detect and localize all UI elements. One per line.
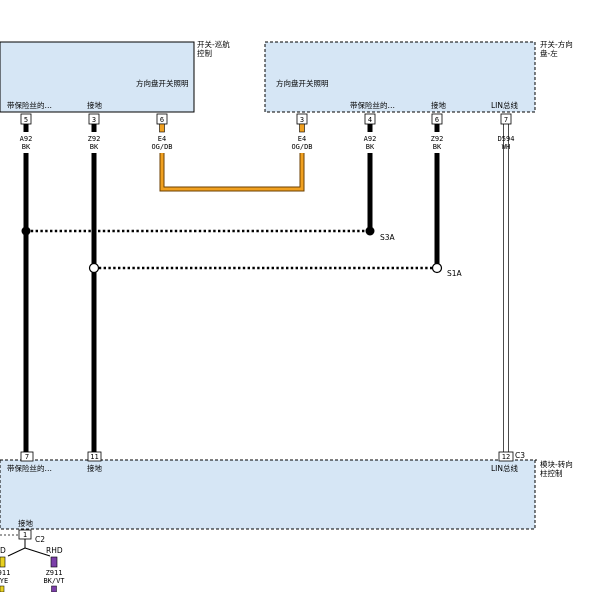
wire-z911-left[interactable] [0, 585, 5, 592]
cruise-pin5-label: 带保险丝的… [7, 100, 52, 110]
stub-z911-left [0, 556, 6, 568]
svg-text:7: 7 [504, 116, 508, 124]
svg-text:4: 4 [368, 116, 372, 124]
wire-e4-loop-outline [159, 153, 305, 192]
wire-d594-id: D594 [498, 135, 515, 143]
dir-switch-illum-label: 方向盘开关照明 [276, 78, 329, 88]
wire-z911-color: BK/VT [43, 577, 65, 585]
bottom-branch [7, 547, 51, 557]
cruise-switch-module[interactable] [0, 41, 195, 113]
pin-box-dir-7[interactable]: 7 [500, 113, 512, 125]
wire-z911[interactable] [51, 585, 57, 592]
dir-pin4-label: 带保险丝的… [350, 100, 395, 110]
bottom-ground-label: 接地 [18, 518, 33, 528]
pin-box-cruise-3[interactable]: 3 [88, 113, 100, 125]
splice-label-s1a: S1A [447, 269, 463, 278]
pin-box-column-1[interactable]: 1 [18, 529, 32, 540]
cruise-switch-name-2: 控制 [197, 48, 212, 58]
dir-switch-name-2: 盘-左 [540, 48, 558, 58]
wire-a92-color-left: BK [22, 143, 31, 151]
cruise-switch-illum-label: 方向盘开关照明 [136, 78, 189, 88]
stub-cruise-6 [159, 123, 165, 133]
wire-e4-id-right: E4 [298, 135, 306, 143]
splice-dot-left-s3a[interactable] [21, 226, 31, 236]
column-module[interactable] [0, 459, 536, 530]
wire-e4-color-left: OG/DB [151, 143, 172, 151]
column-lin-label: LIN总线 [491, 463, 519, 473]
stub-dir-3 [299, 123, 305, 133]
variant-rhd-label: RHD [46, 546, 63, 555]
svg-text:3: 3 [300, 116, 304, 124]
svg-text:6: 6 [160, 116, 164, 124]
pin-box-dir-4[interactable]: 4 [364, 113, 376, 125]
splice-dot-s1a[interactable] [431, 262, 443, 274]
pin-box-dir-3[interactable]: 3 [296, 113, 308, 125]
column-fused-label: 带保险丝的… [7, 463, 52, 473]
wire-e4-id-left: E4 [158, 135, 166, 143]
svg-text:11: 11 [90, 453, 98, 461]
pin-box-column-12[interactable]: 12 [498, 451, 514, 462]
wire-a92-id-left: A92 [20, 135, 33, 143]
svg-text:3: 3 [92, 116, 96, 124]
splice-label-s3a: S3A [380, 233, 396, 242]
column-module-name-2: 柱控制 [540, 468, 563, 478]
splice-dot-s3a[interactable] [365, 226, 375, 236]
stub-cruise-5 [23, 124, 29, 132]
splice-dot-left-s1a[interactable] [88, 262, 100, 274]
wire-e4-loop[interactable] [160, 153, 304, 191]
column-module-name-1: 模块-转向 [540, 459, 573, 469]
stub-z911-right [50, 556, 58, 568]
connector-c3-label: C3 [515, 451, 525, 460]
pin-box-column-7[interactable]: 7 [20, 451, 34, 462]
pin-box-cruise-6[interactable]: 6 [156, 113, 168, 125]
dir-pin7-label: LIN总线 [491, 100, 519, 110]
pin-box-dir-6[interactable]: 6 [431, 113, 443, 125]
cruise-pin3-label: 接地 [87, 100, 102, 110]
wire-z911-id: Z911 [46, 569, 63, 577]
wire-z92-color-left: BK [90, 143, 99, 151]
stub-dir-6 [434, 124, 440, 132]
svg-text:6: 6 [435, 116, 439, 124]
dir-switch-module[interactable] [264, 41, 536, 113]
connector-c2-label: C2 [35, 535, 45, 544]
svg-text:1: 1 [23, 531, 27, 539]
wire-z92-id-left: Z92 [88, 135, 101, 143]
dir-pin6-label: 接地 [431, 100, 446, 110]
wire-z911-left-id: 911 [0, 569, 10, 577]
wire-z911-left-color: YE [0, 577, 8, 585]
svg-text:12: 12 [502, 453, 510, 461]
wire-a92-id-right: A92 [364, 135, 377, 143]
stub-cruise-3 [91, 124, 97, 132]
svg-text:7: 7 [25, 453, 29, 461]
svg-text:5: 5 [24, 116, 28, 124]
cruise-switch-name-1: 开关-巡航 [197, 39, 230, 49]
variant-lhd-label: D [0, 546, 6, 555]
wire-d594-color: WH [502, 143, 510, 151]
wire-a92-color-right: BK [366, 143, 375, 151]
pin-box-column-11[interactable]: 11 [87, 451, 102, 462]
wire-z92-id-right: Z92 [431, 135, 444, 143]
wire-e4-color-right: OG/DB [291, 143, 312, 151]
dir-switch-name-1: 开关-方向 [540, 39, 573, 49]
column-ground-label: 接地 [87, 463, 102, 473]
stub-dir-4 [367, 124, 373, 132]
wire-z92-color-right: BK [433, 143, 442, 151]
pin-box-cruise-5[interactable]: 5 [20, 113, 32, 125]
